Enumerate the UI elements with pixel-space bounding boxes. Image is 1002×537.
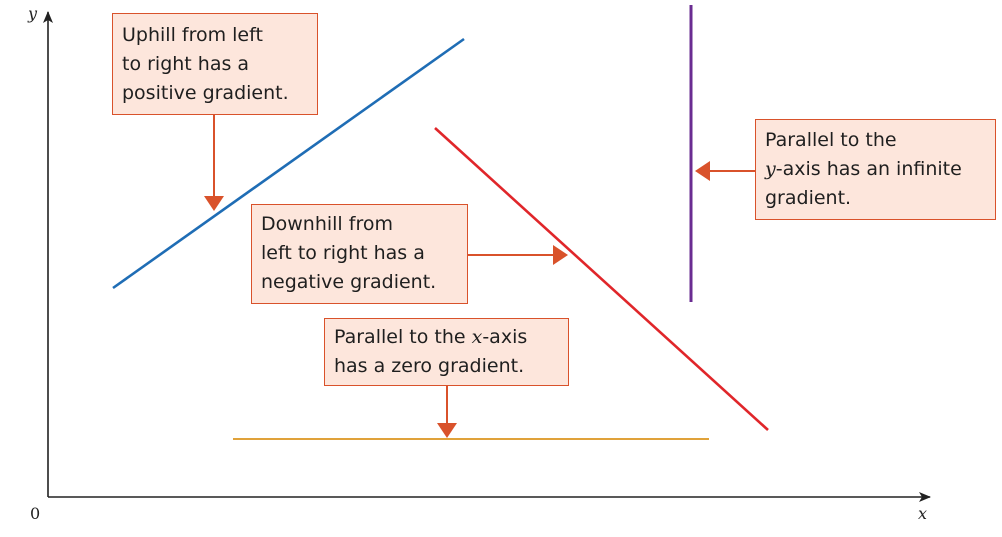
origin-label: 0 — [30, 504, 41, 523]
positive-callout-line-1: Uphill from left — [122, 24, 263, 46]
infinite-arrow-head — [695, 161, 710, 181]
negative-callout-line-1: Downhill from — [261, 213, 393, 235]
zero-arrow-head — [437, 423, 457, 438]
positive-callout-line-2: to right has a — [122, 53, 250, 75]
infinite-gradient-callout: Parallel to the y-axis has an infinite g… — [755, 119, 996, 220]
negative-gradient-callout: Downhill from left to right has a negati… — [251, 204, 468, 304]
infinite-callout-line-1: Parallel to the — [765, 129, 897, 151]
zero-gradient-callout: Parallel to the x-axis has a zero gradie… — [324, 318, 569, 386]
positive-arrow-head — [204, 196, 224, 211]
zero-callout-line-1: Parallel to the x-axis — [334, 326, 528, 348]
zero-callout-line-2: has a zero gradient. — [334, 355, 525, 377]
infinite-callout-y-variable: y — [765, 158, 776, 180]
negative-callout-line-2: left to right has a — [261, 242, 425, 264]
negative-gradient-line — [434, 127, 769, 431]
infinite-callout-line-2: y-axis has an infinite — [765, 158, 962, 180]
infinite-callout-line-3: gradient. — [765, 187, 852, 209]
x-axis-label: x — [918, 504, 928, 523]
negative-arrow-head — [553, 245, 568, 265]
y-axis-label: y — [28, 4, 38, 23]
positive-gradient-callout: Uphill from left to right has a positive… — [112, 13, 318, 115]
zero-callout-x-variable: x — [471, 326, 483, 348]
callout-arrows — [204, 115, 755, 438]
positive-callout-line-3: positive gradient. — [122, 82, 289, 104]
negative-callout-line-3: negative gradient. — [261, 271, 437, 293]
positive-gradient-line — [112, 37, 465, 290]
